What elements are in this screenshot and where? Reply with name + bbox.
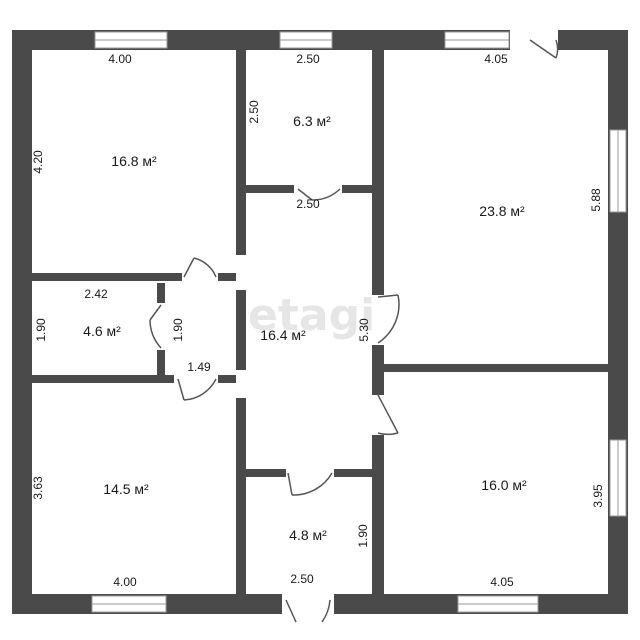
door-gaps bbox=[282, 30, 558, 614]
window-right-upper bbox=[609, 129, 627, 213]
door-entrance-top bbox=[529, 39, 559, 59]
room-height-label: 1.90 bbox=[356, 524, 370, 548]
room-width-label: 2.50 bbox=[290, 572, 314, 586]
room-width-label: 2.50 bbox=[296, 197, 320, 211]
room-width-label: 4.05 bbox=[490, 575, 514, 589]
window-right-lower bbox=[609, 439, 627, 517]
watermark-text: etagi bbox=[248, 290, 375, 341]
room-width-label: 2.42 bbox=[84, 287, 108, 301]
room-bottom-small: 4.8 м² 2.50 1.90 bbox=[289, 524, 370, 586]
room-height-label: 1.90 bbox=[34, 318, 48, 342]
room-area-label: 16.4 м² bbox=[260, 327, 306, 343]
doors bbox=[149, 39, 559, 623]
room-height-label: 3.63 bbox=[31, 476, 45, 500]
room-area-label: 16.8 м² bbox=[111, 153, 157, 169]
room-area-label: 23.8 м² bbox=[479, 203, 525, 219]
room-small-left: 4.6 м² 2.42 1.90 bbox=[34, 287, 121, 342]
room-bottom-right: 16.0 м² 4.05 3.95 bbox=[481, 477, 605, 589]
door-room-23-8 bbox=[377, 294, 400, 344]
room-height-label: 1.90 bbox=[171, 318, 185, 342]
window-top-mid bbox=[279, 31, 333, 49]
room-area-label: 4.6 м² bbox=[83, 323, 121, 339]
door-room-16-0 bbox=[377, 394, 399, 436]
door-entrance-bottom bbox=[285, 599, 331, 623]
room-height-label: 3.95 bbox=[591, 484, 605, 508]
window-top-left bbox=[94, 31, 168, 49]
room-width-label: 4.05 bbox=[484, 52, 508, 66]
room-bottom-left: 14.5 м² 4.00 3.63 bbox=[31, 476, 149, 589]
door-room-4-6 bbox=[149, 304, 162, 349]
room-area-label: 6.3 м² bbox=[293, 113, 331, 129]
room-hall: 16.4 м² 2.50 5.30 bbox=[260, 197, 371, 343]
room-top-left: 16.8 м² 4.00 4.20 bbox=[31, 52, 157, 174]
room-height-label: 2.50 bbox=[247, 100, 261, 124]
room-area-label: 16.0 м² bbox=[481, 477, 527, 493]
room-top-right: 23.8 м² 4.05 5.88 bbox=[479, 52, 603, 219]
door-room-14-5 bbox=[177, 378, 217, 401]
room-height-label: 4.20 bbox=[31, 150, 45, 174]
room-width-label: 1.49 bbox=[187, 360, 211, 374]
room-top-small: 6.3 м² 2.50 2.50 bbox=[247, 52, 331, 129]
room-width-label: 4.00 bbox=[113, 575, 137, 589]
room-width-label: 2.50 bbox=[296, 52, 320, 66]
window-top-right bbox=[444, 31, 510, 49]
interior-walls bbox=[32, 50, 608, 594]
door-room-16-8 bbox=[183, 257, 217, 278]
window-bottom-left bbox=[91, 595, 167, 613]
room-height-label: 5.88 bbox=[589, 188, 603, 212]
windows bbox=[91, 31, 627, 613]
room-area-label: 14.5 м² bbox=[103, 481, 149, 497]
room-area-label: 4.8 м² bbox=[289, 527, 327, 543]
door-bottom-small bbox=[287, 472, 333, 496]
window-bottom-right bbox=[457, 595, 539, 613]
room-width-label: 4.00 bbox=[108, 52, 132, 66]
door-top-small bbox=[297, 188, 341, 201]
room-vestibule: 1.49 1.90 bbox=[171, 318, 211, 374]
room-height-label: 5.30 bbox=[357, 318, 371, 342]
